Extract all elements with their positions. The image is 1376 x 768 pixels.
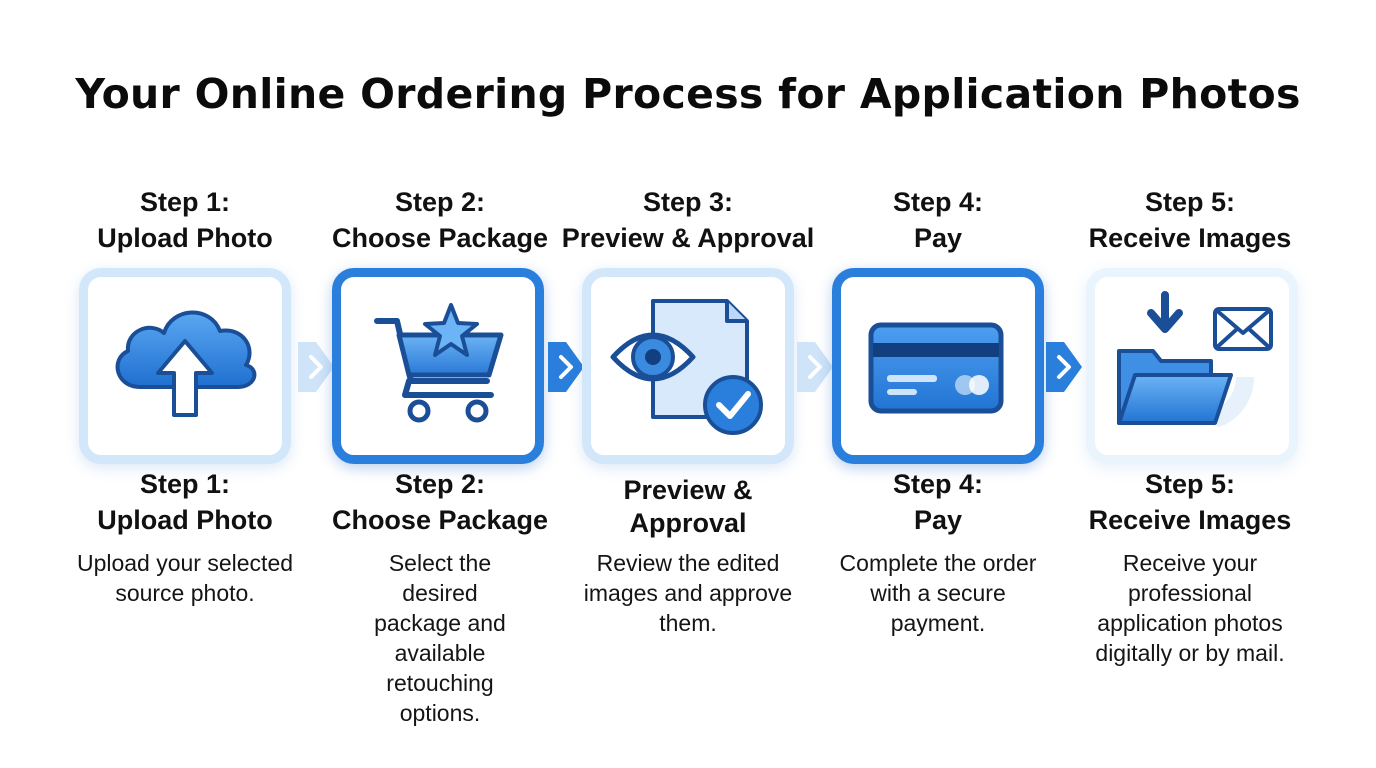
step-subheading: Step 1: Upload Photo	[55, 466, 315, 538]
step-description: Receive your professional application ph…	[1095, 550, 1285, 666]
step-description: Upload your selected source photo.	[76, 550, 294, 606]
step-subheading: Step 2: Choose Package	[310, 466, 570, 538]
step-title: Pay	[913, 223, 963, 253]
step-subheading: Step 4: Pay	[808, 466, 1068, 538]
step-heading: Step 2: Choose Package	[310, 184, 570, 256]
step-title: Approval	[629, 508, 747, 538]
step-number: Step 2:	[394, 187, 486, 217]
step-number: Step 3:	[642, 187, 734, 217]
step-description: Complete the order with a secure payment…	[839, 550, 1037, 636]
chevron-right-icon	[1046, 342, 1082, 392]
step-number: Step 2:	[394, 469, 486, 499]
step-title: Receive Images	[1088, 505, 1292, 535]
folder-download-mail-icon	[1117, 291, 1273, 428]
page-title: Your Online Ordering Process for Applica…	[75, 70, 1301, 118]
step-number: Step 4:	[892, 469, 984, 499]
step-number: Step 5:	[1144, 469, 1236, 499]
step-title: Choose Package	[331, 505, 549, 535]
step-number: Step 1:	[139, 469, 231, 499]
cloud-upload-icon	[115, 310, 257, 417]
chevron-right-icon	[548, 342, 584, 392]
step-heading: Step 3: Preview & Approval	[558, 184, 818, 256]
step-icon-tile	[79, 268, 291, 464]
step-title: Upload Photo	[97, 223, 273, 253]
step-icon-tile	[832, 268, 1044, 464]
step-title: Receive Images	[1088, 223, 1292, 253]
chevron-right-icon	[797, 342, 833, 392]
step-subheading: Preview & Approval	[558, 474, 818, 540]
step-icon-tile	[582, 268, 794, 464]
step-icon-tile	[332, 268, 544, 464]
eye-document-check-icon	[610, 299, 763, 435]
chevron-right-icon	[298, 342, 334, 392]
step-heading: Step 4: Pay	[808, 184, 1068, 256]
step-heading: Step 1: Upload Photo	[55, 184, 315, 256]
shopping-cart-star-icon	[374, 303, 504, 423]
step-title: Preview & Approval	[561, 223, 815, 253]
step-title: Choose Package	[331, 223, 549, 253]
step-icon-tile	[1086, 268, 1298, 464]
step-description: Select the desired package and available…	[374, 550, 506, 726]
step-heading: Step 5: Receive Images	[1060, 184, 1320, 256]
step-subheading: Step 5: Receive Images	[1060, 466, 1320, 538]
step-number: Step 1:	[139, 187, 231, 217]
step-description: Review the edited images and approve the…	[583, 550, 793, 636]
credit-card-icon	[868, 322, 1004, 414]
step-title: Preview &	[623, 475, 753, 505]
step-number: Step 4:	[892, 187, 984, 217]
step-title: Pay	[913, 505, 963, 535]
step-number: Step 5:	[1144, 187, 1236, 217]
step-title: Upload Photo	[97, 505, 273, 535]
